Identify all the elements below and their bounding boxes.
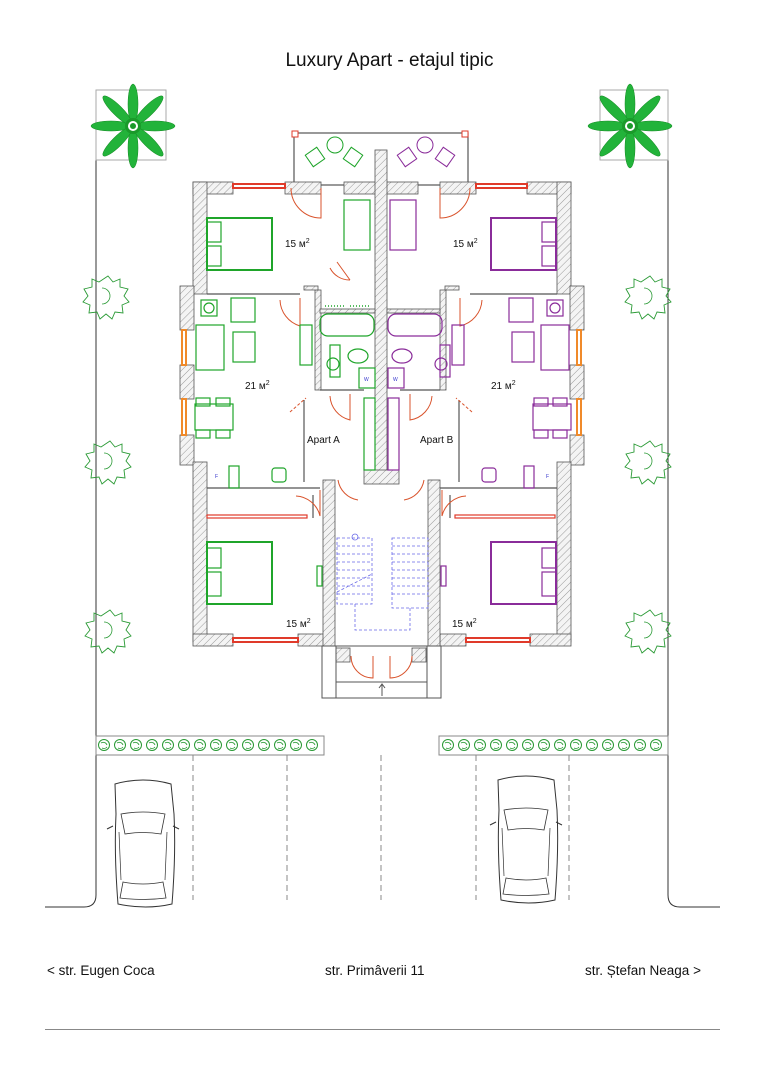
- hedge-left: [95, 735, 325, 756]
- car-icon: [106, 779, 180, 908]
- balcony: [291, 130, 469, 186]
- palm-tree-icon: [90, 83, 176, 169]
- apart-b-furniture: [387, 199, 572, 605]
- bottom-divider: [45, 1029, 720, 1030]
- shrubs-right: [624, 275, 672, 654]
- hedge-right: [438, 735, 669, 756]
- svg-text:W: W: [364, 377, 369, 383]
- area-label: 15 м2: [285, 238, 310, 250]
- parking-lines: [192, 755, 570, 900]
- room-labels: 15 м2 15 м2 21 м2 21 м2 15 м2 15 м2 Apar…: [215, 238, 549, 630]
- area-label: 21 м2: [491, 380, 516, 392]
- svg-text:F: F: [215, 474, 218, 480]
- street-center: str. Primâverii 11: [325, 963, 425, 978]
- apartment-label: Apart B: [420, 435, 454, 446]
- windows: [181, 183, 582, 643]
- entrance-porch: [321, 645, 442, 699]
- street-left: < str. Eugen Coca: [47, 963, 155, 978]
- car-icon: [489, 775, 563, 904]
- palm-tree-icon: [587, 83, 673, 169]
- staircase: [336, 537, 429, 631]
- apart-a-furniture: [194, 199, 376, 605]
- svg-text:F: F: [546, 474, 549, 480]
- apartment-label: Apart A: [307, 435, 340, 446]
- walls: [179, 149, 585, 663]
- doors: [279, 187, 483, 679]
- shrubs-left: [82, 275, 132, 654]
- street-right: str. Ștefan Neaga >: [585, 963, 701, 978]
- site-boundary: [45, 90, 720, 908]
- area-label: 15 м2: [453, 238, 478, 250]
- area-label: 21 м2: [245, 380, 270, 392]
- svg-text:W: W: [393, 377, 398, 383]
- area-label: 15 м2: [452, 618, 477, 630]
- area-label: 15 м2: [286, 618, 311, 630]
- plan-title: Luxury Apart - etajul tipic: [285, 50, 494, 71]
